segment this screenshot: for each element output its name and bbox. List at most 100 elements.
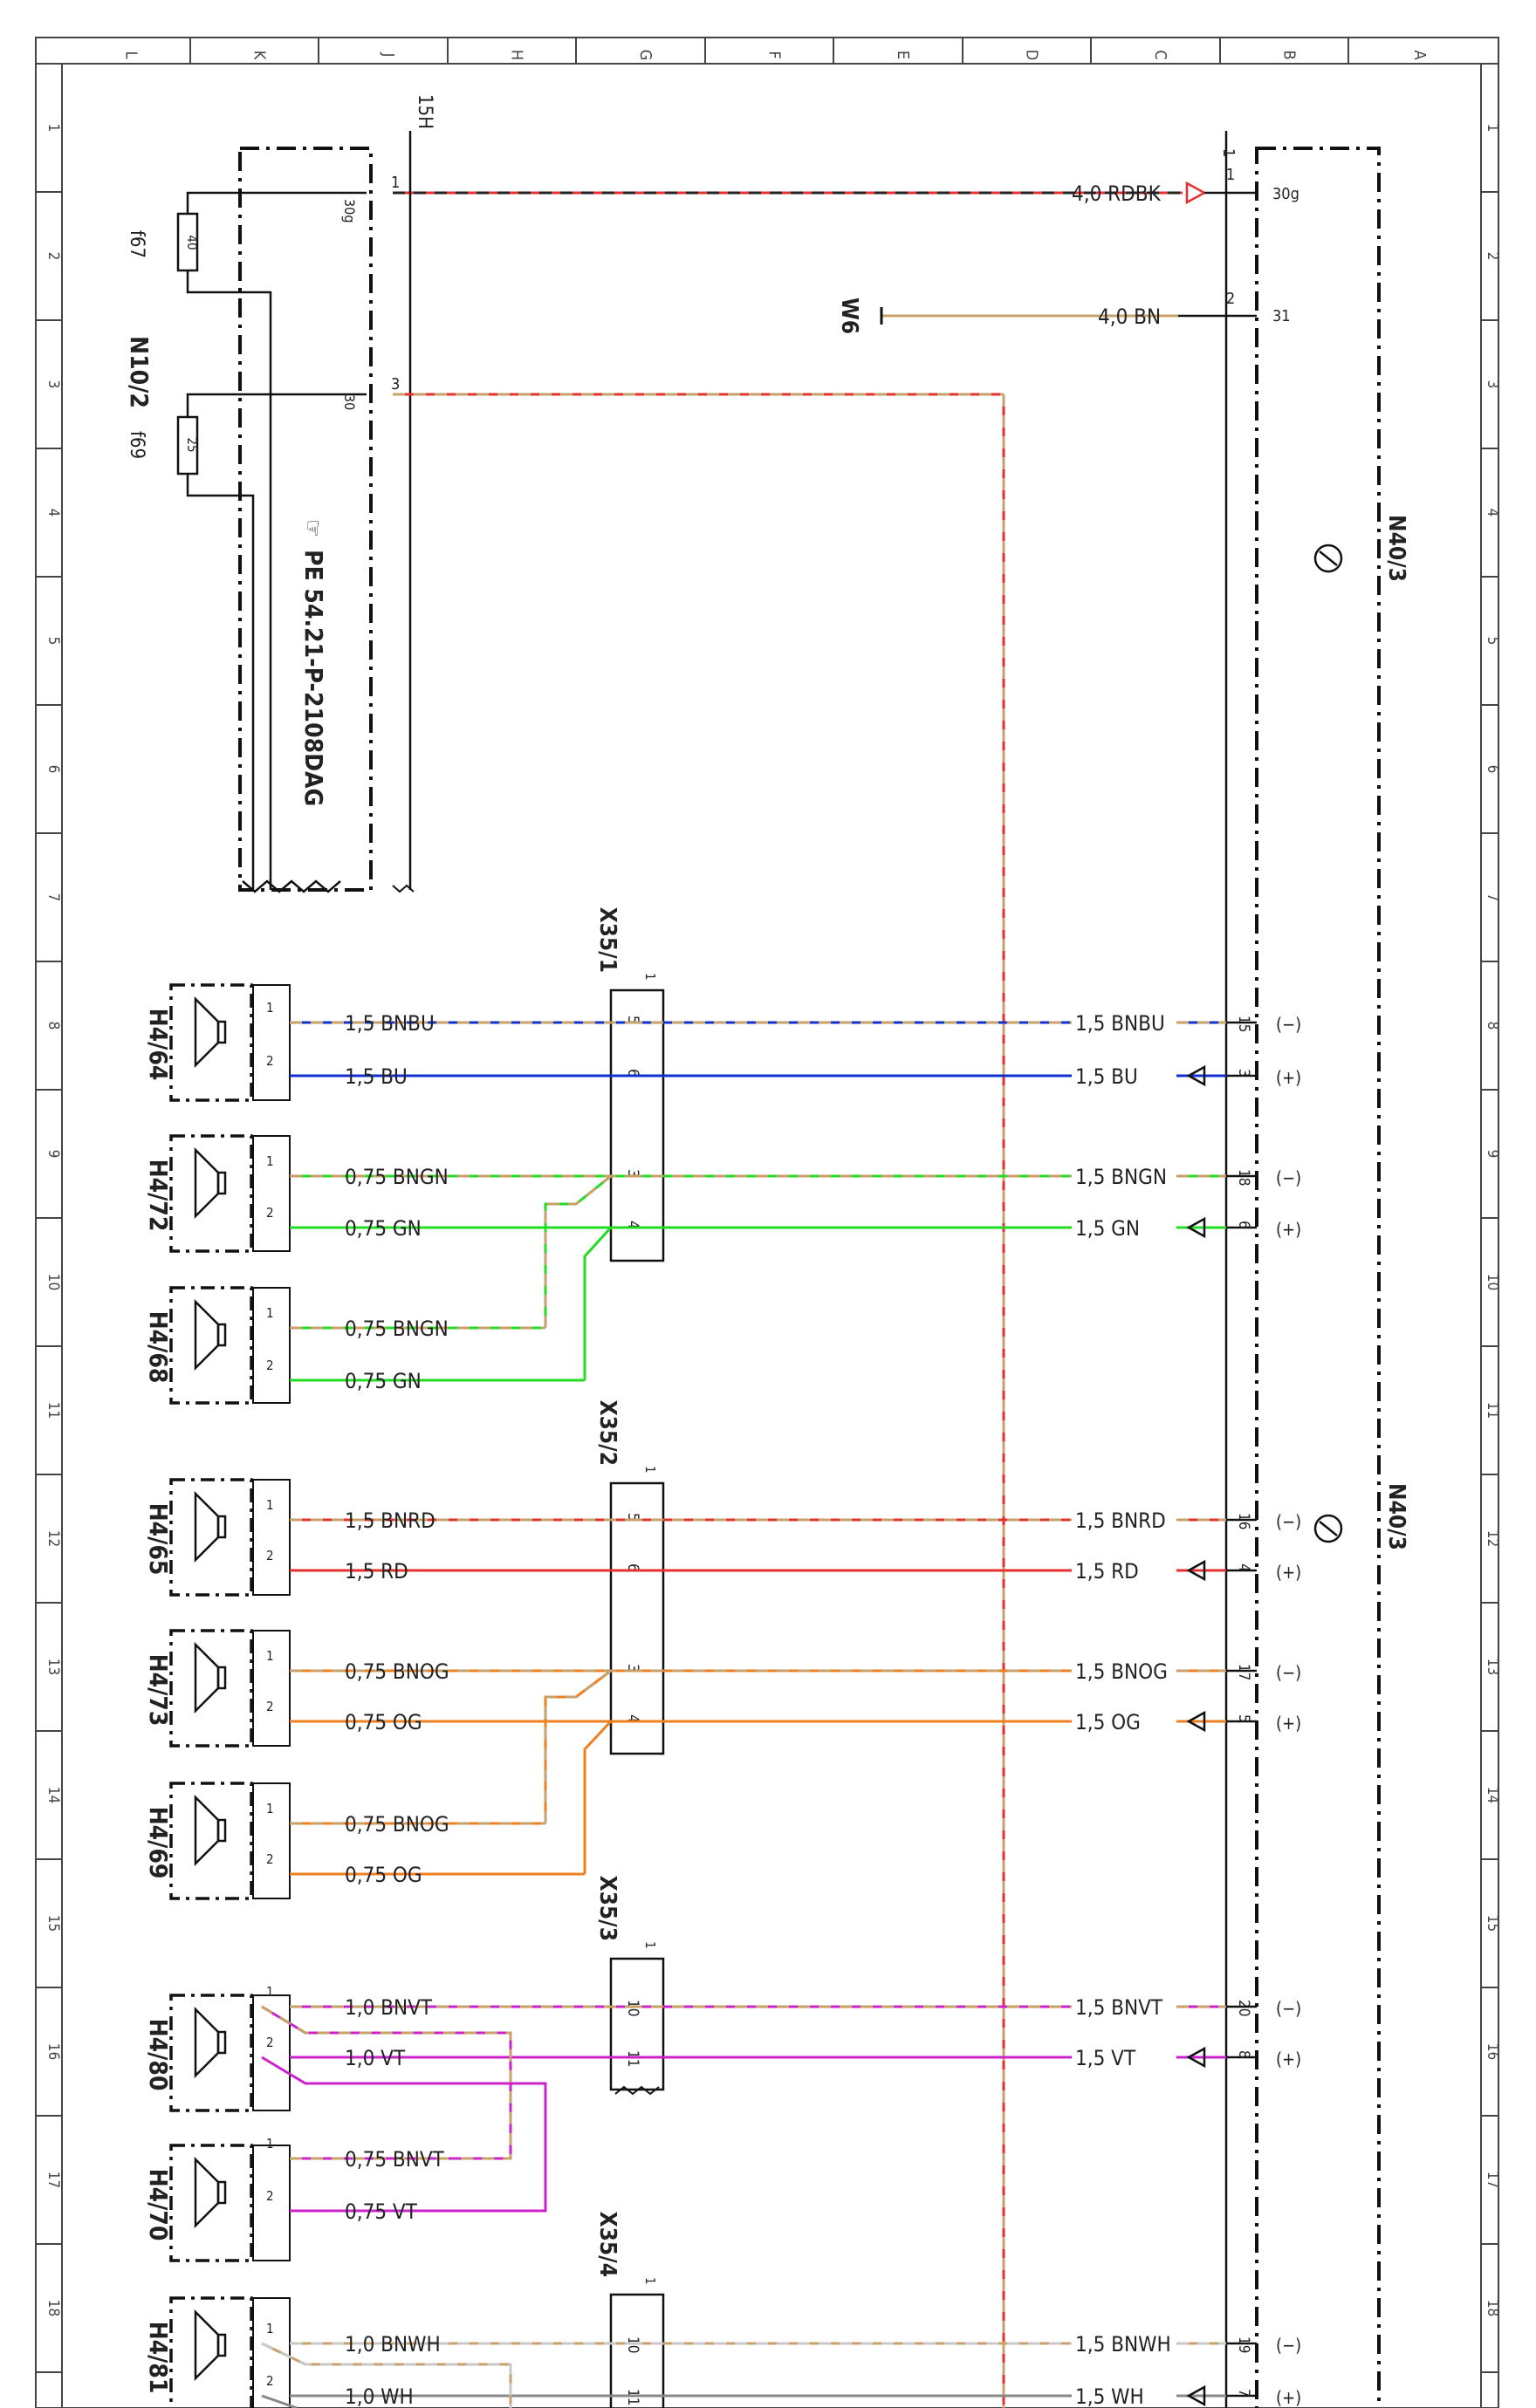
speaker-connector: [252, 1479, 291, 1596]
fuse-label: f69: [126, 431, 147, 459]
row-label-left: 6: [45, 765, 62, 774]
wire-label: 1,5 BNWH: [1075, 2332, 1171, 2357]
polarity-label: (+): [1276, 1713, 1301, 1734]
connector-arrow: [1185, 181, 1207, 205]
row-label-left: 11: [45, 1402, 62, 1419]
speaker-icon: [216, 2180, 227, 2205]
amplifier-symbol: [1313, 544, 1343, 573]
wire-label: 1,0 VT: [345, 2046, 406, 2070]
wire-label: 1,5 OG: [1075, 1710, 1141, 1734]
pin-label: 11: [624, 2389, 641, 2405]
column-label: E: [894, 51, 912, 59]
speaker-icon: [194, 1794, 220, 1867]
wire-label: 1,5 WH: [1075, 2384, 1144, 2408]
polarity-label: (−): [1276, 1511, 1301, 1532]
pin-label: 11: [624, 2050, 641, 2067]
wire-label: 0,75 BNGN: [345, 1165, 449, 1189]
pin-label: 8: [1235, 2050, 1252, 2059]
column-label: C: [1151, 50, 1169, 59]
connector-x35-4: [609, 2293, 665, 2408]
connector-label: X35/3: [594, 1876, 621, 1941]
speaker-label: H4/68: [144, 1311, 173, 1384]
pin-label: 4: [624, 1714, 641, 1723]
wire-label: 1,5 BNOG: [1075, 1659, 1168, 1684]
fuse-block-label: N10/2: [125, 336, 154, 408]
row-label-right: 5: [1484, 637, 1501, 646]
row-label-right: 1: [1484, 124, 1501, 133]
pin-label: 5: [624, 1016, 641, 1024]
wire-label: 1,0 BNVT: [345, 1995, 433, 2020]
row-label-right: 9: [1484, 1150, 1501, 1159]
wire-join: [544, 1669, 612, 1823]
pin-label: 18: [1235, 1169, 1252, 1186]
column-label: D: [1023, 50, 1041, 60]
fuse-wire: [186, 474, 255, 890]
pin-label: 2: [266, 1053, 274, 1069]
speaker-box: [169, 2296, 253, 2408]
pin-label: 31: [1272, 307, 1291, 325]
pin-label: 3: [624, 1664, 641, 1673]
amplifier-symbol: [1319, 1521, 1338, 1536]
speaker-label: H4/69: [144, 1807, 173, 1879]
speaker-connector: [252, 1994, 291, 2111]
speaker-label: H4/80: [144, 2019, 173, 2091]
column-label: F: [765, 51, 784, 58]
ground-label: W6: [836, 298, 862, 334]
wire-branch: [261, 2005, 512, 2160]
speaker-box: [169, 1782, 253, 1900]
wire-label: 1,5 BNVT: [1075, 1995, 1163, 2020]
pin-label: 2: [266, 2188, 274, 2204]
pin-label: 6: [624, 1563, 641, 1572]
pin-label: 1: [266, 1000, 274, 1016]
speaker-connector: [252, 1630, 291, 1747]
row-label-left: 18: [45, 2300, 62, 2316]
pin-label: 1: [266, 1153, 274, 1169]
wire-label: 0,75 OG: [345, 1863, 422, 1887]
pin-label: 10: [624, 2000, 641, 2016]
pin-label: 2: [266, 1205, 274, 1221]
row-label-left: 16: [45, 2043, 62, 2060]
pin-label: 1: [266, 1497, 274, 1513]
pin-label: 2: [266, 2373, 274, 2389]
wire-label-rdbk: 4,0 RDBK: [1072, 181, 1162, 206]
cut-mark: [392, 884, 415, 893]
pin-label: 15: [1235, 1016, 1252, 1032]
speaker-connector: [252, 2145, 291, 2261]
wire-join: [544, 1174, 612, 1328]
speaker-label: H4/70: [144, 2169, 173, 2241]
speaker-connector: [252, 1287, 291, 1404]
wire-branch: [261, 2056, 547, 2213]
polarity-label: (−): [1276, 1998, 1301, 2019]
cut-mark: [242, 879, 341, 893]
polarity-label: (−): [1276, 1167, 1301, 1188]
pin-label: 1: [1219, 148, 1238, 157]
fuse-value: 40: [184, 235, 200, 250]
reference-note: PE 54.21-P-2108DAG: [299, 550, 328, 806]
row-label-right: 11: [1484, 1402, 1501, 1419]
pin-label: 2: [266, 1358, 274, 1373]
polarity-label: (+): [1276, 2387, 1301, 2408]
speaker-icon: [216, 1515, 227, 1539]
wire-join: [583, 1226, 613, 1380]
speaker-label: H4/72: [144, 1160, 173, 1232]
pin-label: 1: [391, 174, 400, 192]
connector-arrow: [1186, 1064, 1206, 1087]
fuse-wire: [186, 270, 272, 890]
polarity-label: (−): [1276, 1014, 1301, 1035]
column-label: K: [250, 51, 269, 60]
speaker-connector: [252, 1135, 291, 1252]
cut-mark: [614, 2085, 660, 2096]
polarity-label: (+): [1276, 1562, 1301, 1583]
row-label-left: 3: [45, 380, 62, 389]
polarity-label: (−): [1276, 2335, 1301, 2356]
row-label-right: 15: [1484, 1915, 1501, 1932]
row-label-left: 15: [45, 1915, 62, 1932]
wire-branch: [261, 2394, 298, 2408]
speaker-icon: [216, 1818, 227, 1843]
connector-arrow: [1186, 2046, 1206, 2069]
wire-label: 1,5 BNRD: [345, 1508, 435, 1533]
speaker-icon: [216, 1666, 227, 1690]
speaker-box: [169, 1286, 253, 1405]
row-label-right: 6: [1484, 765, 1501, 774]
speaker-label: H4/81: [144, 2322, 173, 2394]
